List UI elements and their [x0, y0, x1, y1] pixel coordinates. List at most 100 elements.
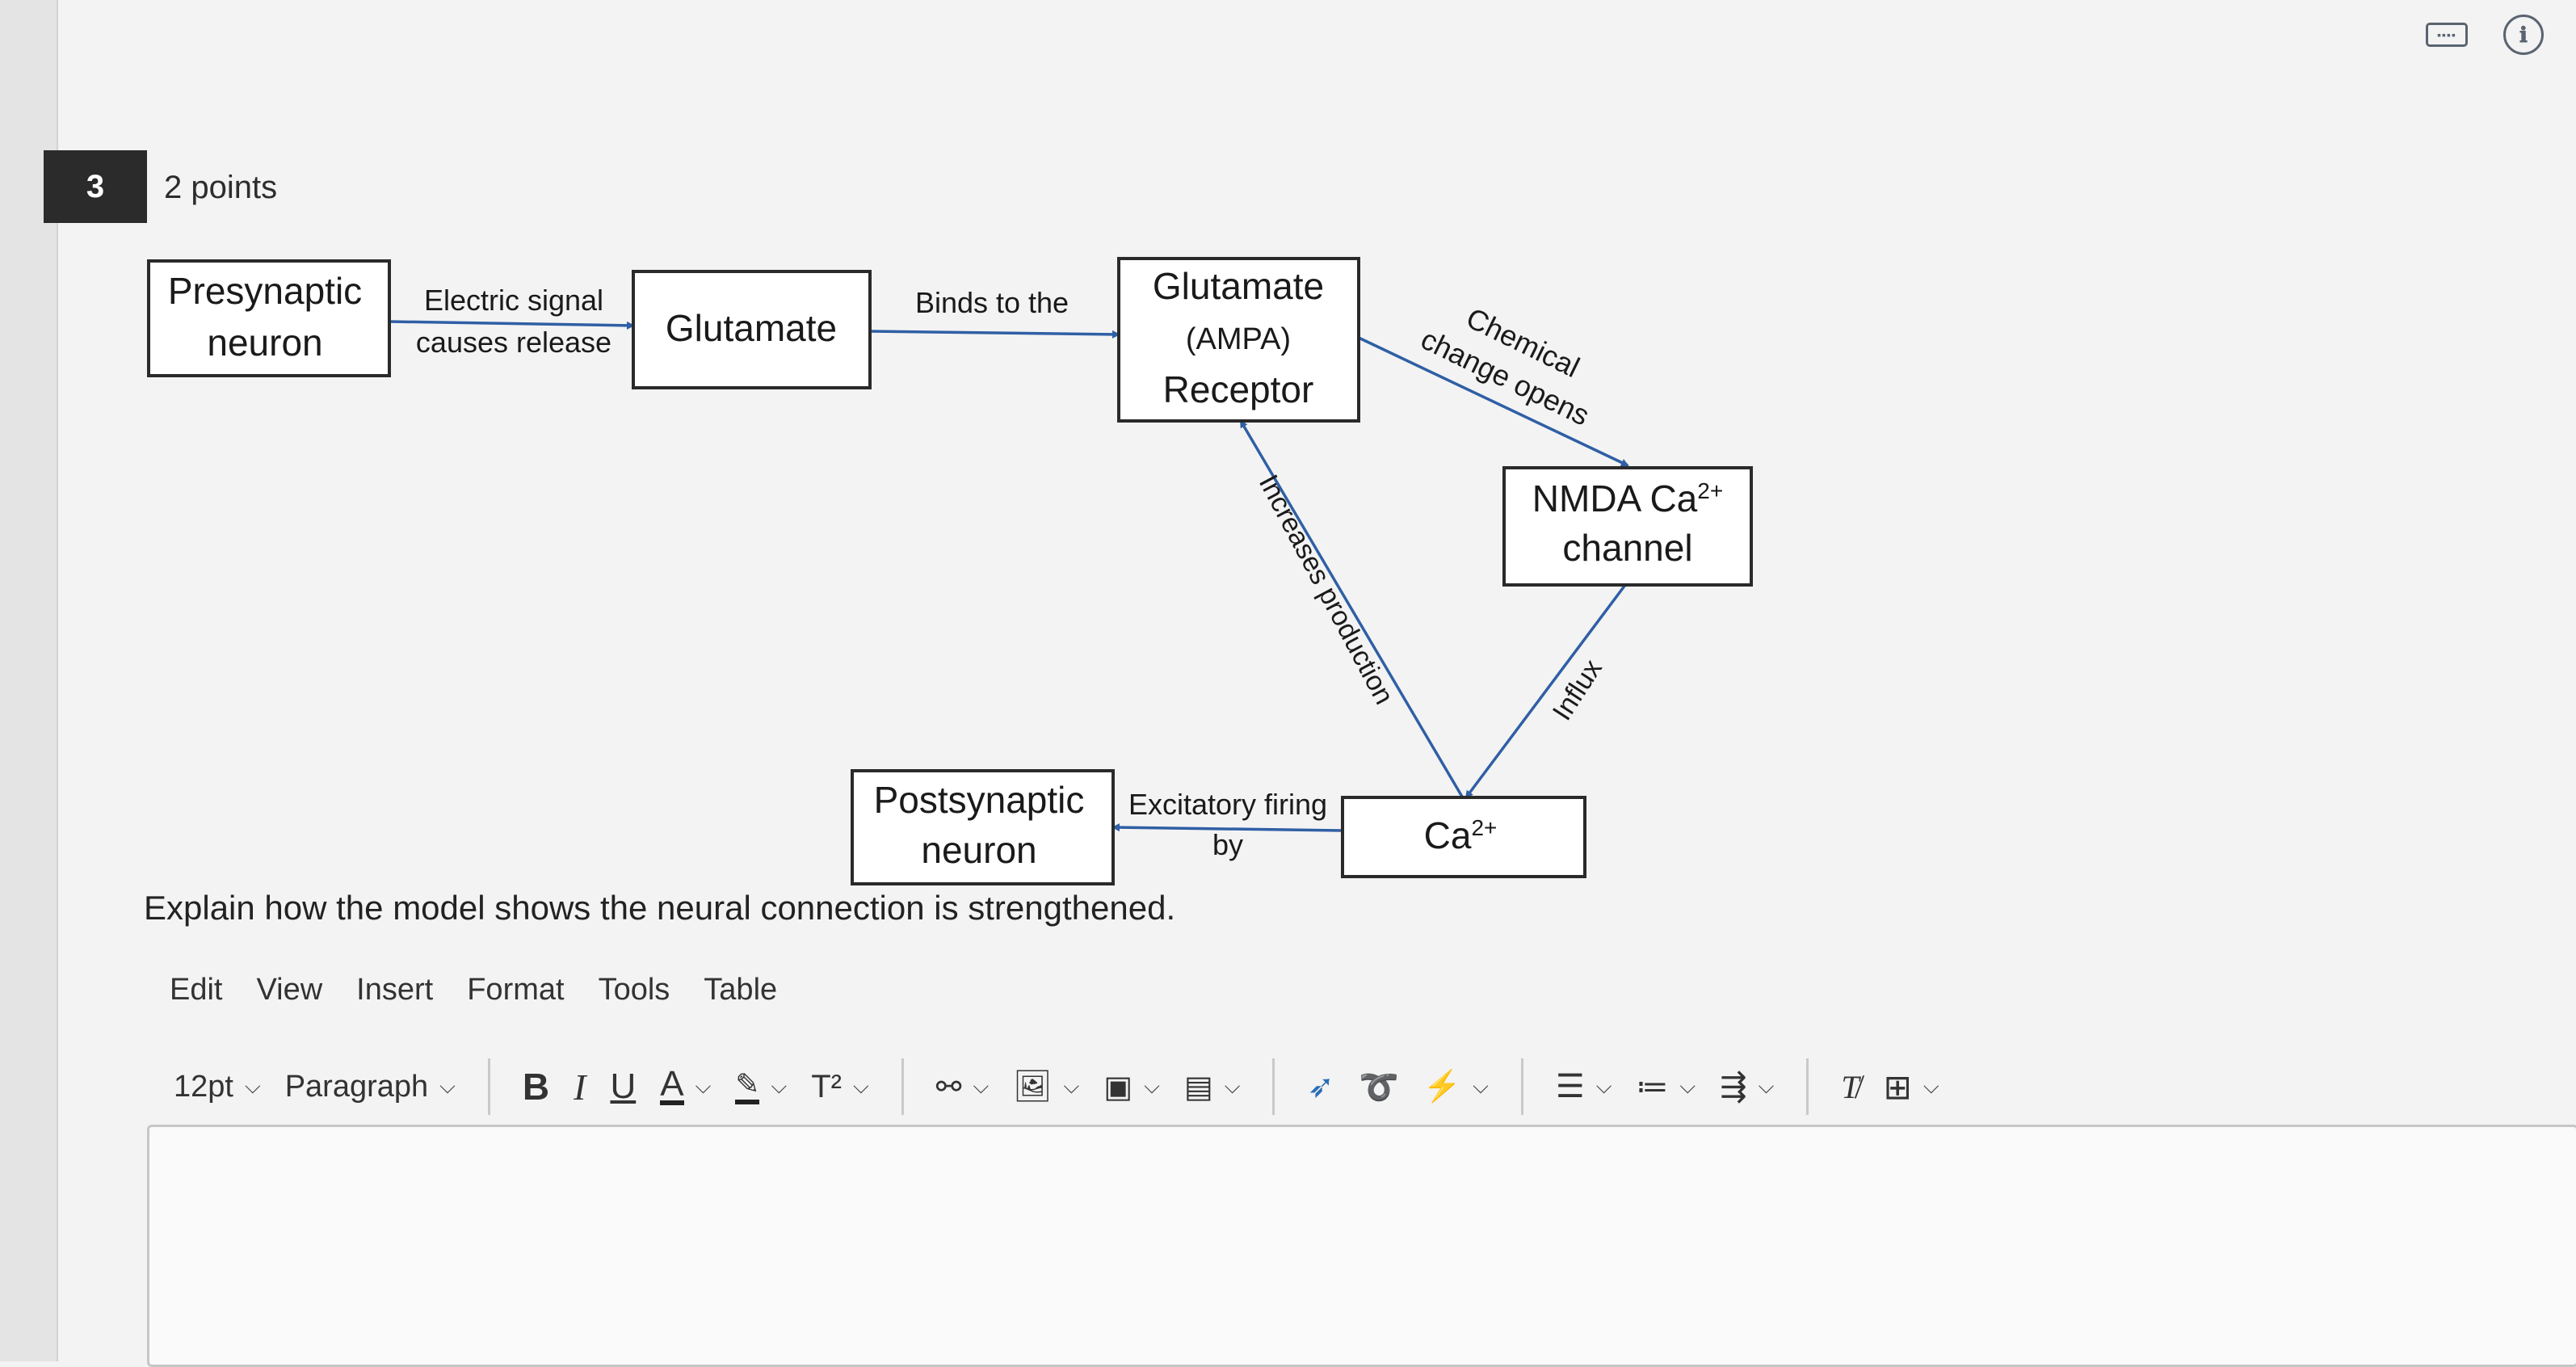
receptor-label-2: (AMPA) — [1186, 322, 1291, 356]
chevron-down-icon: ⌵ — [439, 1074, 456, 1098]
arrow-nmda-to-ca — [1464, 583, 1627, 799]
toolbar-divider — [1520, 1058, 1523, 1115]
swirl-icon: ➰ — [1358, 1069, 1399, 1105]
presynaptic-box — [147, 259, 391, 377]
media-icon: ▣ — [1103, 1070, 1133, 1104]
underline-icon: U — [610, 1066, 637, 1106]
menu-table[interactable]: Table — [704, 973, 778, 1007]
image-icon: 🖼 — [1013, 1070, 1053, 1104]
chevron-down-icon: ⌵ — [1144, 1074, 1160, 1098]
chevron-down-icon: ⌵ — [695, 1074, 712, 1098]
arrow-ca-to-postsynaptic — [1112, 823, 1343, 832]
chevron-down-icon: ⌵ — [973, 1074, 990, 1098]
question-points: 2 points — [164, 170, 278, 205]
menu-view[interactable]: View — [256, 973, 323, 1007]
firing-label-2: by — [1212, 828, 1243, 861]
nmda-label-superscript: 2+ — [1697, 478, 1723, 503]
answer-editor[interactable] — [147, 1125, 2576, 1367]
block-format-value: Paragraph — [284, 1069, 429, 1104]
arrow-receptor-to-nmda — [1358, 336, 1629, 467]
chevron-down-icon: ⌵ — [771, 1074, 788, 1098]
arrow-presynaptic-to-glutamate — [389, 320, 635, 330]
indent-button[interactable]: ⇶ ⌵ — [1720, 1068, 1774, 1105]
menu-edit[interactable]: Edit — [170, 973, 223, 1007]
nmda-label-main: NMDA Ca — [1532, 477, 1698, 519]
font-size-value: 12pt — [174, 1069, 233, 1104]
superscript-icon: T² — [811, 1068, 842, 1104]
question-number: 3 — [44, 150, 147, 223]
toolbar-divider — [1272, 1058, 1275, 1115]
table-button[interactable]: ⊞ ⌵ — [1884, 1067, 1939, 1107]
font-size-select[interactable]: 12pt ⌵ — [174, 1070, 261, 1104]
receptor-box — [1117, 257, 1360, 423]
menu-format[interactable]: Format — [467, 973, 565, 1007]
highlight-color-button[interactable]: ✎ ⌵ — [735, 1069, 787, 1104]
ca-label-main: Ca — [1424, 814, 1472, 856]
bold-icon: B — [522, 1066, 550, 1108]
presynaptic-label-2: neuron — [207, 322, 322, 364]
highlighter-icon: ✎ — [735, 1069, 760, 1104]
postsynaptic-label-2: neuron — [921, 829, 1036, 871]
toolbar-divider — [487, 1058, 490, 1115]
link-icon: ⚯ — [935, 1070, 962, 1104]
glutamate-box — [632, 270, 872, 389]
block-format-select[interactable]: Paragraph ⌵ — [285, 1070, 456, 1104]
postsynaptic-box — [851, 769, 1115, 885]
chevron-down-icon: ⌵ — [1679, 1074, 1696, 1098]
presynaptic-label-1: Presynaptic — [168, 270, 362, 312]
media-button[interactable]: ▣ ⌵ — [1103, 1069, 1160, 1105]
ca-box — [1341, 796, 1586, 878]
clear-format-button[interactable]: T̸ — [1841, 1068, 1859, 1106]
underline-button[interactable]: U — [610, 1066, 636, 1107]
arrow-glutamate-to-receptor — [869, 330, 1120, 339]
chevron-down-icon: ⌵ — [1758, 1074, 1775, 1098]
accessibility-icon[interactable]: ℹ — [2503, 15, 2544, 55]
release-label-1: Electric signal — [424, 284, 603, 317]
question-prompt: Explain how the model shows the neural c… — [144, 889, 1176, 927]
italic-button[interactable]: I — [574, 1066, 586, 1108]
chevron-down-icon: ⌵ — [1063, 1074, 1080, 1098]
postsynaptic-label-1: Postsynaptic — [874, 779, 1085, 821]
chevron-down-icon: ⌵ — [1473, 1074, 1489, 1098]
editor-menubar: Edit View Insert Format Tools Table — [170, 973, 777, 1007]
chevron-down-icon: ⌵ — [1595, 1074, 1612, 1098]
chevron-down-icon: ⌵ — [1923, 1074, 1939, 1098]
nmda-label-1: NMDA Ca2+ — [1532, 477, 1723, 519]
toolbar-divider — [901, 1058, 904, 1115]
firing-label-1: Excitatory firing — [1128, 788, 1327, 821]
link-button[interactable]: ⚯ ⌵ — [936, 1069, 990, 1105]
bold-button[interactable]: B — [523, 1065, 549, 1108]
align-icon: ☰ — [1555, 1069, 1585, 1104]
align-button[interactable]: ☰ ⌵ — [1556, 1068, 1612, 1105]
menu-insert[interactable]: Insert — [356, 973, 434, 1007]
bird-icon: ➶ — [1307, 1069, 1334, 1104]
text-color-button[interactable]: A ⌵ — [660, 1066, 712, 1105]
keyboard-icon[interactable]: ▪▪▪▪ — [2426, 23, 2468, 47]
release-label-2: causes release — [416, 326, 611, 359]
increases-label: Increases production — [1253, 470, 1400, 710]
document-icon: ▤ — [1183, 1070, 1213, 1104]
bullet-list-icon: ≔ — [1636, 1069, 1669, 1104]
top-right-icons: ▪▪▪▪ ℹ — [2426, 15, 2544, 55]
document-button[interactable]: ▤ ⌵ — [1184, 1069, 1241, 1105]
plugin-button[interactable]: ⚡ ⌵ — [1423, 1069, 1489, 1104]
clear-format-icon: T̸ — [1841, 1068, 1860, 1105]
chevron-down-icon: ⌵ — [244, 1074, 261, 1098]
tool-button-1[interactable]: ➶ — [1307, 1068, 1334, 1105]
binds-label: Binds to the — [915, 286, 1069, 319]
plug-icon: ⚡ — [1422, 1070, 1462, 1104]
tool-button-2[interactable]: ➰ — [1359, 1068, 1399, 1106]
bullet-list-button[interactable]: ≔ ⌵ — [1636, 1068, 1696, 1105]
editor-toolbar: 12pt ⌵ Paragraph ⌵ B I U A ⌵ ✎ ⌵ T² ⌵ ⚯ … — [174, 1050, 2565, 1123]
glutamate-label: Glutamate — [666, 307, 837, 349]
receptor-label-3: Receptor — [1163, 368, 1314, 410]
influx-label: Influx — [1547, 654, 1608, 726]
nmda-label-2: channel — [1562, 527, 1692, 569]
receptor-label-1: Glutamate — [1153, 265, 1324, 307]
menu-tools[interactable]: Tools — [598, 973, 670, 1007]
toolbar-divider — [1806, 1058, 1809, 1115]
image-button[interactable]: 🖼 ⌵ — [1013, 1069, 1079, 1104]
nmda-box — [1502, 466, 1753, 587]
superscript-button[interactable]: T² ⌵ — [811, 1069, 868, 1105]
